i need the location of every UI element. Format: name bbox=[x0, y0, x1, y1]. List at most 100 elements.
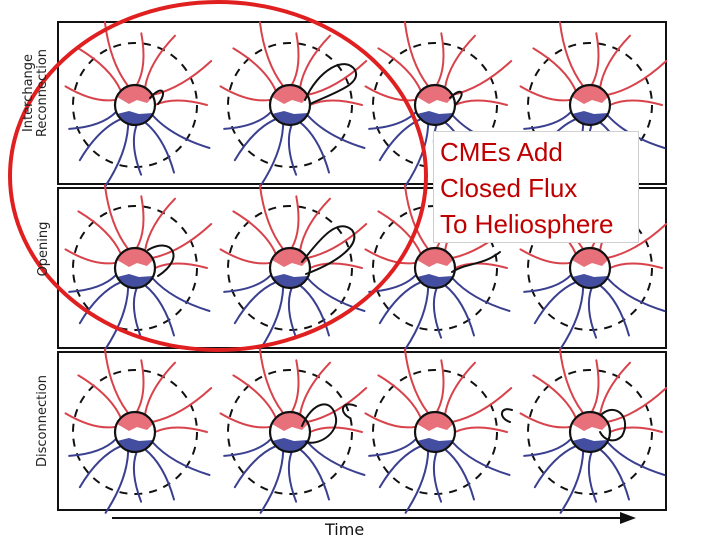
open-field-red-r3c1-4 bbox=[145, 363, 175, 415]
open-field-red-r1c3-2 bbox=[405, 22, 428, 86]
open-field-red-r2c2-5 bbox=[307, 224, 366, 258]
polar-cap-blue-r2c3 bbox=[417, 274, 453, 288]
open-field-red-r1c4-3 bbox=[592, 33, 599, 85]
open-field-blue-r3c1-1 bbox=[80, 446, 121, 487]
open-field-blue-r1c2-5 bbox=[307, 115, 364, 148]
sun-cell-r1c1 bbox=[66, 22, 212, 186]
callout-line-1: CMEs Add bbox=[440, 134, 638, 170]
open-field-red-r2c1-2 bbox=[105, 185, 128, 249]
open-field-red-r3c1-3 bbox=[137, 360, 144, 412]
open-field-red-r1c2-3 bbox=[292, 33, 299, 85]
open-field-red-r2c4-6 bbox=[610, 264, 662, 269]
open-field-blue-r1c3-1 bbox=[380, 119, 421, 160]
open-field-blue-r1c1-5 bbox=[152, 115, 209, 148]
open-field-red-r3c4-6 bbox=[610, 428, 662, 433]
sun-cell-r3c1 bbox=[66, 349, 212, 513]
open-field-red-r2c1-5 bbox=[152, 224, 211, 258]
open-field-blue-r3c2-1 bbox=[235, 446, 276, 487]
suns-layer bbox=[66, 22, 667, 513]
open-field-red-r3c4-5 bbox=[607, 388, 666, 422]
open-field-red-r3c4-2 bbox=[560, 349, 583, 413]
sun-cell-r2c1 bbox=[66, 185, 212, 348]
polar-cap-blue-r3c1 bbox=[117, 438, 153, 452]
open-field-red-r1c4-2 bbox=[560, 22, 583, 86]
open-field-blue-r3c3-1 bbox=[380, 446, 421, 487]
row-label-disconnection-text: Disconnection bbox=[36, 356, 50, 486]
open-field-blue-r3c4-1 bbox=[535, 446, 576, 487]
row-label-opening: Opening bbox=[37, 194, 51, 304]
sun-cell-r3c4 bbox=[521, 349, 667, 513]
time-axis-arrowhead bbox=[620, 512, 636, 524]
sun-cell-r1c2 bbox=[221, 22, 367, 186]
open-field-red-r2c2-3 bbox=[292, 196, 299, 248]
open-field-blue-r2c3-5 bbox=[452, 278, 509, 311]
open-field-blue-r2c1-2 bbox=[106, 287, 129, 349]
open-field-blue-r3c2-2 bbox=[261, 451, 284, 513]
open-field-red-r1c3-4 bbox=[445, 36, 475, 88]
polar-cap-blue-r3c2 bbox=[272, 438, 308, 452]
polar-cap-blue-r2c1 bbox=[117, 274, 153, 288]
open-field-red-r1c3-6 bbox=[455, 101, 507, 106]
open-field-red-r3c2-3 bbox=[292, 360, 299, 412]
polar-cap-blue-r1c2 bbox=[272, 111, 308, 125]
open-field-red-r1c3-3 bbox=[437, 33, 444, 85]
open-field-blue-r3c4-5 bbox=[607, 442, 664, 475]
open-field-red-r1c1-6 bbox=[155, 101, 207, 106]
open-field-red-r2c2-6 bbox=[310, 264, 362, 269]
row-label-opening-text: Opening bbox=[37, 194, 51, 304]
open-field-blue-r1c2-1 bbox=[235, 119, 276, 160]
row-label-interchange-line2: Reconnection bbox=[36, 18, 50, 168]
open-field-red-r3c2-6 bbox=[310, 428, 362, 433]
open-field-red-r1c4-4 bbox=[600, 36, 630, 88]
open-field-red-r2c1-3 bbox=[137, 196, 144, 248]
open-field-red-r3c3-2 bbox=[405, 349, 428, 413]
open-field-red-r1c3-5 bbox=[452, 61, 511, 95]
open-field-blue-r3c3-2 bbox=[406, 451, 429, 513]
open-field-blue-r3c4-2 bbox=[561, 451, 584, 513]
open-field-red-r3c1-6 bbox=[155, 428, 207, 433]
callout-box: CMEs Add Closed Flux To Heliosphere bbox=[433, 131, 639, 243]
open-field-blue-r3c2-5 bbox=[307, 442, 364, 475]
open-field-blue-r2c4-1 bbox=[535, 282, 576, 323]
open-field-blue-r2c2-2 bbox=[261, 287, 284, 349]
open-field-red-r3c4-4 bbox=[600, 363, 630, 415]
open-field-blue-r2c3-2 bbox=[406, 287, 429, 349]
row-label-interchange-line1: Interchange bbox=[22, 18, 36, 168]
open-field-blue-r3c1-5 bbox=[152, 442, 209, 475]
highlight-circle bbox=[10, 2, 426, 350]
disconnected-arc-r3c3 bbox=[502, 409, 512, 422]
open-field-blue-r2c2-1 bbox=[235, 282, 276, 323]
open-field-red-r2c2-4 bbox=[300, 199, 330, 251]
open-field-red-r1c4-6 bbox=[610, 101, 662, 106]
open-field-red-r1c1-3 bbox=[137, 33, 144, 85]
polar-cap-blue-r1c3 bbox=[417, 111, 453, 125]
sun-cell-r3c3 bbox=[366, 349, 512, 513]
open-field-blue-r2c3-1 bbox=[380, 282, 421, 323]
open-field-red-r1c1-2 bbox=[105, 22, 128, 86]
open-field-blue-r2c4-2 bbox=[561, 287, 584, 349]
open-field-blue-r2c1-5 bbox=[152, 278, 209, 311]
callout-line-3: To Heliosphere bbox=[440, 206, 638, 242]
open-field-red-r1c2-2 bbox=[260, 22, 283, 86]
open-field-red-r1c1-4 bbox=[145, 36, 175, 88]
open-field-blue-r2c1-1 bbox=[80, 282, 121, 323]
polar-cap-blue-r1c4 bbox=[572, 111, 608, 125]
open-field-red-r3c2-2 bbox=[260, 349, 283, 413]
open-field-line-r2c3 bbox=[452, 252, 500, 272]
open-field-red-r3c1-5 bbox=[152, 388, 211, 422]
open-field-blue-r2c4-5 bbox=[607, 278, 664, 311]
open-field-blue-r3c3-5 bbox=[452, 442, 509, 475]
open-field-red-r2c1-6 bbox=[155, 264, 207, 269]
open-field-red-r3c1-2 bbox=[105, 349, 128, 413]
open-field-red-r3c4-3 bbox=[592, 360, 599, 412]
open-field-blue-r1c1-2 bbox=[106, 124, 129, 186]
disconnected-arc-r3c2 bbox=[343, 404, 356, 418]
open-field-red-r3c3-4 bbox=[445, 363, 475, 415]
polar-cap-blue-r3c3 bbox=[417, 438, 453, 452]
polar-cap-blue-r3c4 bbox=[572, 438, 608, 452]
polar-cap-blue-r1c1 bbox=[117, 111, 153, 125]
open-field-red-r2c2-2 bbox=[260, 185, 283, 249]
sun-cell-r3c2 bbox=[221, 349, 367, 513]
row-label-interchange: Interchange Reconnection bbox=[22, 18, 50, 168]
